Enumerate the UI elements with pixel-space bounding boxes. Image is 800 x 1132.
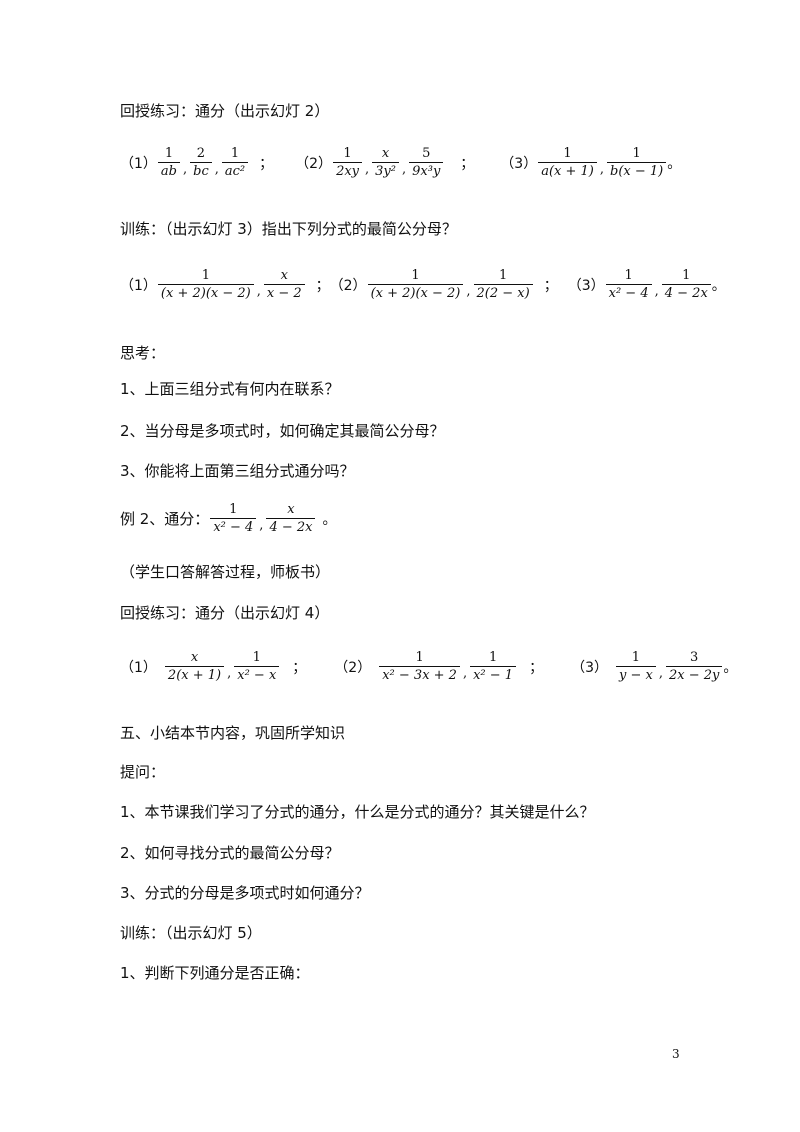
- item-label-3: （3）: [571, 659, 608, 676]
- item-label-3: （3）: [567, 277, 605, 294]
- text-line-training-slide-5: 训练：（出示幻灯 5）: [120, 924, 262, 942]
- text-line-section-5: 五、小结本节内容，巩固所学知识: [120, 724, 346, 742]
- text-line-judge: 1、判断下列通分是否正确：: [120, 964, 310, 982]
- item-label-2: （2）: [329, 277, 367, 294]
- item-label-3: （3）: [500, 155, 538, 172]
- text-line-review-practice-2: 回授练习：通分（出示幻灯 4）: [120, 604, 330, 622]
- text-line-ask: 提问：: [120, 763, 166, 781]
- example-2-label: 例 2、通分：: [120, 510, 210, 528]
- item-label-2: （2）: [334, 659, 372, 676]
- item-label-2: （2）: [295, 155, 333, 172]
- item-label-1: （1）: [120, 155, 157, 172]
- text-line-summary-q3: 3、分式的分母是多项式时如何通分？: [120, 884, 370, 902]
- text-line-summary-q2: 2、如何寻找分式的最简公分母？: [120, 844, 340, 862]
- text-line-review-practice-1: 回授练习：通分（出示幻灯 2）: [120, 102, 330, 120]
- page-number: 3: [672, 1047, 680, 1061]
- text-line-summary-q1: 1、本节课我们学习了分式的通分，什么是分式的通分？其关键是什么？: [120, 803, 595, 821]
- text-line-thinking: 思考：: [120, 344, 166, 362]
- text-line-question-1: 1、上面三组分式有何内在联系？: [120, 380, 340, 398]
- fraction: 1(x + 2)(x − 2): [367, 268, 464, 301]
- text-line-question-3: 3、你能将上面第三组分式通分吗？: [120, 462, 355, 480]
- text-line-question-2: 2、当分母是多项式时，如何确定其最简公分母？: [120, 422, 445, 440]
- item-label-1: （1）: [120, 659, 157, 676]
- text-line-training-slide-3: 训练：（出示幻灯 3）指出下列分式的最简公分母？: [120, 220, 457, 238]
- fraction: 1(x + 2)(x − 2): [157, 268, 254, 301]
- text-line-student-answer: （学生口答解答过程，师板书）: [120, 563, 331, 581]
- item-label-1: （1）: [120, 277, 157, 294]
